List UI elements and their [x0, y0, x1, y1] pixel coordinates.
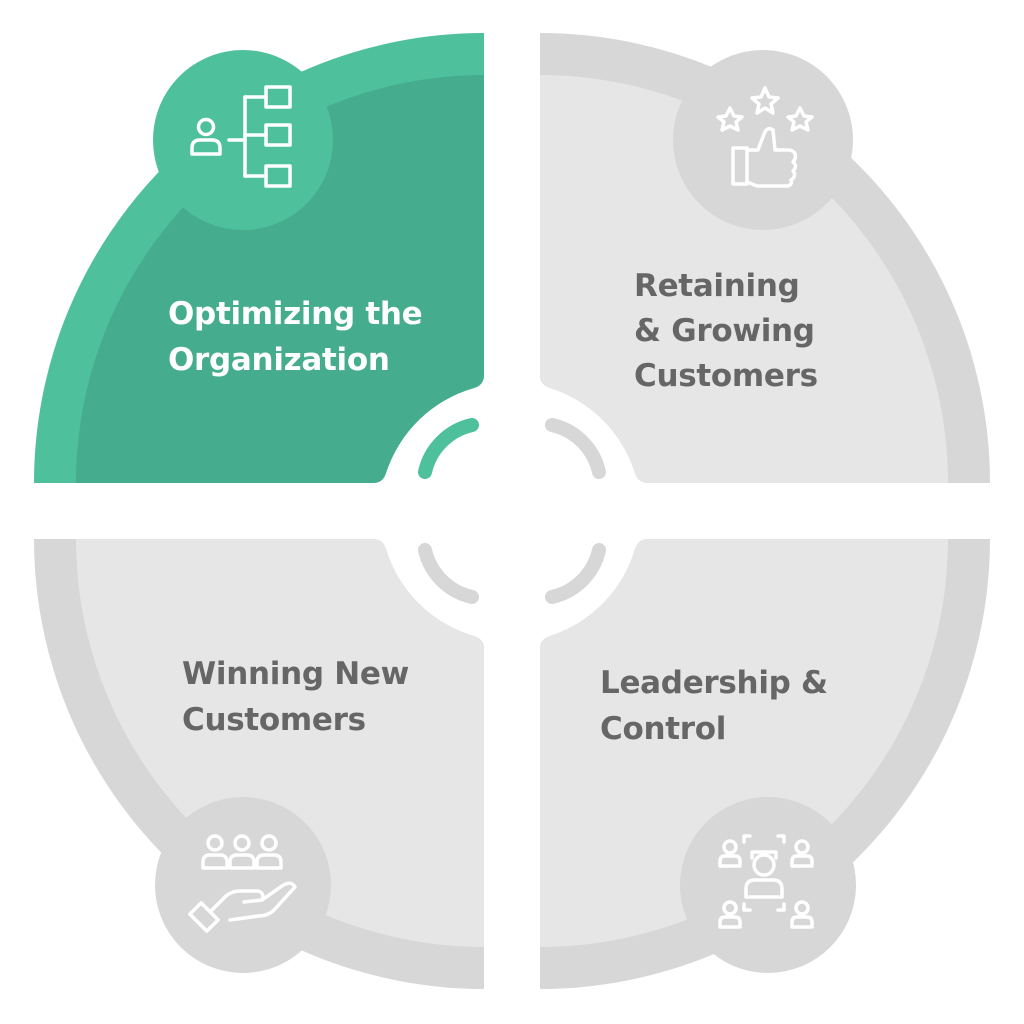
inner-arc — [418, 543, 479, 604]
quadrant-label-winning: Winning New Customers — [182, 656, 419, 738]
quadrant-retaining-growing-customers[interactable]: Retaining & Growing Customers — [540, 33, 990, 483]
icon-badge — [680, 797, 856, 973]
quadrant-leadership-control[interactable]: Leadership & Control — [540, 539, 990, 989]
quadrant-fill — [540, 75, 948, 483]
quadrant-fill — [76, 75, 484, 483]
icon-badge — [155, 797, 331, 973]
quadrant-label-optimizing: Optimizing the Organization — [168, 296, 433, 378]
leader-team-icon — [718, 834, 814, 929]
thumbs-up-stars-icon — [716, 86, 814, 188]
quadrant-label-retaining: Retaining & Growing Customers — [634, 268, 825, 394]
quadrant-optimizing-the-organization[interactable]: Optimizing the Organization — [34, 33, 484, 483]
quadrant-label-leadership: Leadership & Control — [600, 665, 838, 747]
quadrant-fill — [540, 539, 948, 947]
inner-arc — [545, 543, 606, 604]
inner-arc — [418, 418, 479, 479]
quadrant-fill — [76, 539, 484, 947]
quadrant-winning-new-customers[interactable]: Winning New Customers — [34, 539, 484, 989]
inner-arc — [545, 418, 606, 479]
hand-holding-people-icon — [188, 834, 297, 933]
org-chart-icon — [190, 85, 292, 188]
